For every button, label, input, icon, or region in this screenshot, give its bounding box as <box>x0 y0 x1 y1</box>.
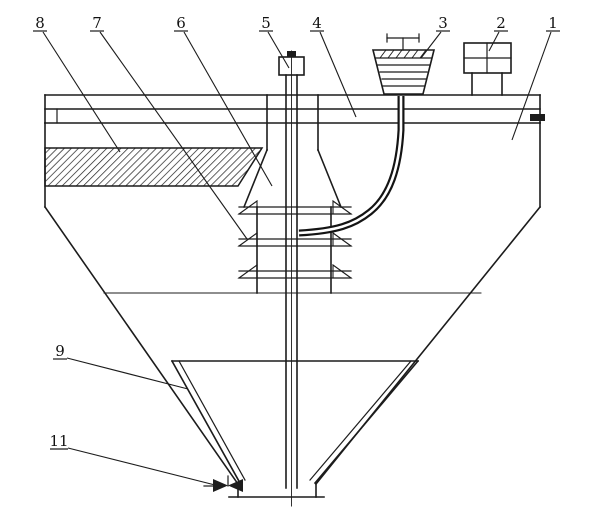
callout-3: 3 <box>420 14 450 59</box>
callout-7: 7 <box>90 14 248 240</box>
wall-nozzle <box>530 114 545 121</box>
feed-pipe <box>298 96 405 237</box>
callout-8: 8 <box>33 14 121 153</box>
control-box <box>463 42 512 96</box>
callout-5-label: 5 <box>261 14 271 32</box>
callout-5: 5 <box>259 14 290 69</box>
callout-3-label: 3 <box>438 14 448 32</box>
inner-cone <box>170 359 420 485</box>
settling-baffles <box>237 199 353 279</box>
callout-2: 2 <box>488 14 508 52</box>
callout-6: 6 <box>174 14 273 187</box>
callout-9-label: 9 <box>55 342 65 360</box>
drive-unit <box>371 33 436 95</box>
callout-1-label: 1 <box>548 14 558 32</box>
hatched-launder <box>44 147 264 187</box>
callout-1: 1 <box>511 14 560 141</box>
callout-7-label: 7 <box>92 14 102 32</box>
callout-6-label: 6 <box>176 14 186 32</box>
callout-11: 11 <box>49 432 220 487</box>
callout-11-label: 11 <box>49 432 68 450</box>
callout-9: 9 <box>53 342 189 390</box>
deck-platform <box>44 94 541 124</box>
bottom-discharge-valve <box>203 475 243 492</box>
callout-8-label: 8 <box>35 14 45 32</box>
callout-2-label: 2 <box>496 14 506 32</box>
callout-4-label: 4 <box>312 14 322 32</box>
callout-4: 4 <box>310 14 357 118</box>
feedwell <box>242 94 343 294</box>
